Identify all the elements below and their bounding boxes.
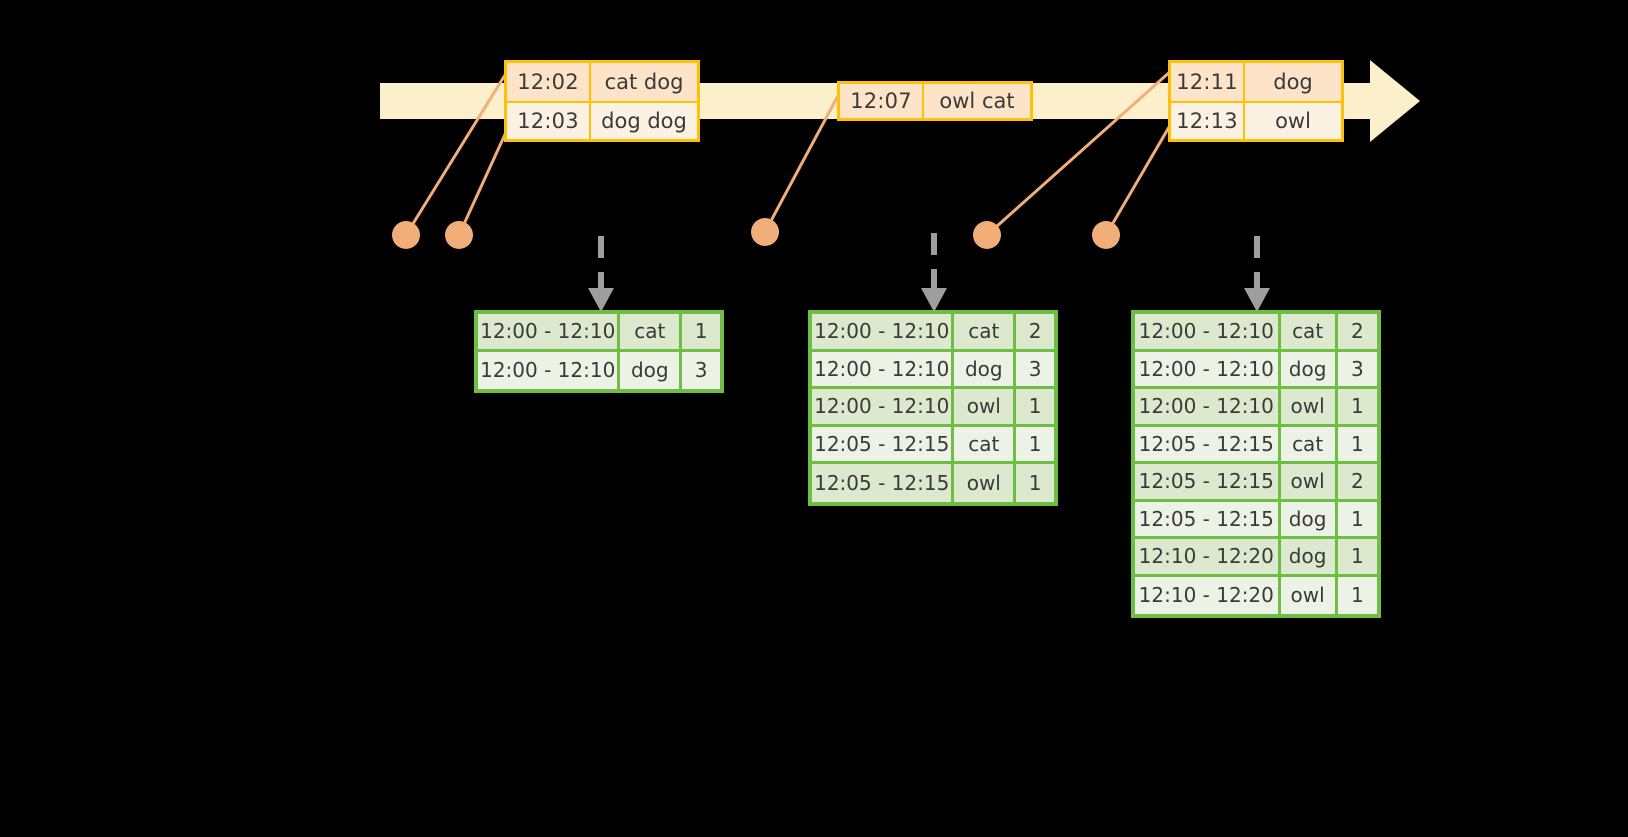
count-cell: 2 xyxy=(1337,464,1377,502)
window-cell: 12:00 - 12:10 xyxy=(478,314,621,352)
table-row[interactable]: 12:00 - 12:10 cat 2 xyxy=(812,314,1054,352)
table-row[interactable]: 12:00 - 12:10 dog 3 xyxy=(478,351,720,389)
connector-line-1 xyxy=(404,74,507,236)
event-row[interactable]: 12:03 dog dog xyxy=(507,101,697,139)
word-cell: owl xyxy=(954,389,1017,427)
word-cell: dog xyxy=(620,351,683,389)
event-words: owl cat xyxy=(924,84,1030,118)
event-row[interactable]: 12:07 owl cat xyxy=(840,84,1030,118)
dashed-arrow-head-2 xyxy=(921,288,947,312)
window-cell: 12:00 - 12:10 xyxy=(478,351,621,389)
table-row[interactable]: 12:00 - 12:10 dog 3 xyxy=(1135,351,1377,389)
result-table-2[interactable]: 12:00 - 12:10 cat 2 12:00 - 12:10 dog 3 … xyxy=(808,310,1058,506)
window-cell: 12:00 - 12:10 xyxy=(1135,389,1281,427)
connector-line-2 xyxy=(457,129,509,236)
table-row[interactable]: 12:00 - 12:10 owl 1 xyxy=(812,389,1054,427)
word-cell: dog xyxy=(1280,351,1338,389)
word-cell: owl xyxy=(1280,389,1338,427)
word-cell: cat xyxy=(954,314,1017,352)
window-cell: 12:05 - 12:15 xyxy=(1135,464,1281,502)
event-row[interactable]: 12:13 owl xyxy=(1171,101,1341,139)
word-cell: dog xyxy=(1280,539,1338,577)
window-cell: 12:10 - 12:20 xyxy=(1135,539,1281,577)
count-cell: 3 xyxy=(1337,351,1377,389)
event-group-1[interactable]: 12:02 cat dog 12:03 dog dog xyxy=(504,60,700,142)
table-row[interactable]: 12:05 - 12:15 cat 1 xyxy=(1135,426,1377,464)
count-cell: 3 xyxy=(1016,351,1054,389)
count-cell: 1 xyxy=(1337,426,1377,464)
table-row[interactable]: 12:05 - 12:15 cat 1 xyxy=(812,426,1054,464)
event-dot-5 xyxy=(1092,221,1120,249)
word-cell: dog xyxy=(954,351,1017,389)
word-cell: cat xyxy=(954,426,1017,464)
table-row[interactable]: 12:00 - 12:10 owl 1 xyxy=(1135,389,1377,427)
window-cell: 12:00 - 12:10 xyxy=(812,389,955,427)
count-cell: 1 xyxy=(1016,464,1054,502)
count-cell: 1 xyxy=(1016,426,1054,464)
count-cell: 1 xyxy=(1337,501,1377,539)
table-row[interactable]: 12:10 - 12:20 owl 1 xyxy=(1135,576,1377,614)
event-row[interactable]: 12:02 cat dog xyxy=(507,63,697,101)
event-words: dog dog xyxy=(591,103,697,139)
event-words: owl xyxy=(1245,103,1341,139)
event-time: 12:02 xyxy=(507,63,591,101)
event-dot-4 xyxy=(973,221,1001,249)
event-group-2[interactable]: 12:07 owl cat xyxy=(837,81,1033,121)
window-cell: 12:05 - 12:15 xyxy=(812,426,955,464)
count-cell: 2 xyxy=(1337,314,1377,352)
connector-line-5 xyxy=(1104,121,1174,236)
result-table-3[interactable]: 12:00 - 12:10 cat 2 12:00 - 12:10 dog 3 … xyxy=(1131,310,1381,618)
word-cell: owl xyxy=(1280,576,1338,614)
event-words: cat dog xyxy=(591,63,697,101)
window-cell: 12:00 - 12:10 xyxy=(812,351,955,389)
word-cell: cat xyxy=(1280,314,1338,352)
table-row[interactable]: 12:05 - 12:15 owl 1 xyxy=(812,464,1054,502)
table-row[interactable]: 12:00 - 12:10 cat 1 xyxy=(478,314,720,352)
count-cell: 1 xyxy=(1337,539,1377,577)
window-cell: 12:10 - 12:20 xyxy=(1135,576,1281,614)
count-cell: 1 xyxy=(1337,576,1377,614)
word-cell: cat xyxy=(1280,426,1338,464)
event-dot-1 xyxy=(392,221,420,249)
word-cell: owl xyxy=(954,464,1017,502)
event-group-3[interactable]: 12:11 dog 12:13 owl xyxy=(1168,60,1344,142)
event-time: 12:03 xyxy=(507,103,591,139)
dashed-arrow-head-1 xyxy=(588,288,614,312)
count-cell: 2 xyxy=(1016,314,1054,352)
event-words: dog xyxy=(1245,63,1341,101)
event-row[interactable]: 12:11 dog xyxy=(1171,63,1341,101)
table-row[interactable]: 12:00 - 12:10 cat 2 xyxy=(1135,314,1377,352)
count-cell: 1 xyxy=(1337,389,1377,427)
event-time: 12:13 xyxy=(1171,103,1245,139)
window-cell: 12:00 - 12:10 xyxy=(1135,351,1281,389)
event-time: 12:11 xyxy=(1171,63,1245,101)
event-time: 12:07 xyxy=(840,84,924,118)
word-cell: dog xyxy=(1280,501,1338,539)
table-row[interactable]: 12:10 - 12:20 dog 1 xyxy=(1135,539,1377,577)
table-row[interactable]: 12:00 - 12:10 dog 3 xyxy=(812,351,1054,389)
table-row[interactable]: 12:05 - 12:15 owl 2 xyxy=(1135,464,1377,502)
dashed-arrow-head-3 xyxy=(1244,288,1270,312)
window-cell: 12:05 - 12:15 xyxy=(1135,426,1281,464)
count-cell: 3 xyxy=(682,351,720,389)
window-cell: 12:05 - 12:15 xyxy=(812,464,955,502)
result-table-1[interactable]: 12:00 - 12:10 cat 1 12:00 - 12:10 dog 3 xyxy=(474,310,724,393)
window-cell: 12:00 - 12:10 xyxy=(1135,314,1281,352)
event-dot-2 xyxy=(445,221,473,249)
window-cell: 12:05 - 12:15 xyxy=(1135,501,1281,539)
connector-line-3 xyxy=(763,91,842,233)
count-cell: 1 xyxy=(1016,389,1054,427)
word-cell: cat xyxy=(620,314,683,352)
event-dot-3 xyxy=(751,218,779,246)
window-cell: 12:00 - 12:10 xyxy=(812,314,955,352)
count-cell: 1 xyxy=(682,314,720,352)
word-cell: owl xyxy=(1280,464,1338,502)
table-row[interactable]: 12:05 - 12:15 dog 1 xyxy=(1135,501,1377,539)
